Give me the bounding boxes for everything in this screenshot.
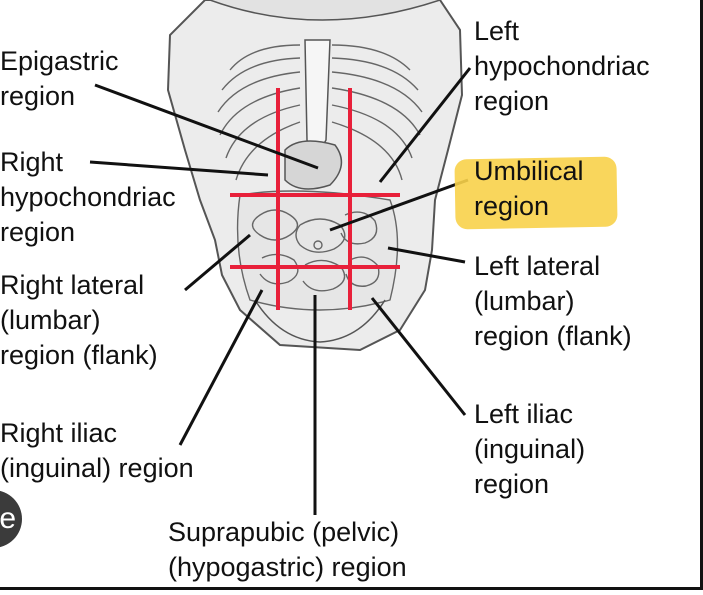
neck — [209, 0, 441, 21]
leader-right-iliac — [178, 289, 264, 446]
label-line: hypochondriac — [474, 51, 650, 81]
label-line: Suprapubic (pelvic) — [168, 517, 400, 547]
label-line: Left lateral — [474, 251, 601, 281]
leader-right-hypochondriac — [89, 160, 269, 177]
pelvis — [254, 299, 386, 343]
label-line: region — [474, 469, 550, 499]
label-right-hypochondriac: Right hypochondriac region — [0, 145, 176, 250]
label-line: Right — [0, 147, 64, 177]
label-line: (inguinal) — [474, 434, 586, 464]
label-line: region (flank) — [0, 340, 158, 370]
label-line: region — [0, 81, 76, 111]
leader-right-lateral — [184, 233, 251, 292]
label-suprapubic: Suprapubic (pelvic) (hypogastric) region — [168, 515, 407, 585]
frame-border-right — [700, 0, 703, 590]
label-right-lateral: Right lateral (lumbar) region (flank) — [0, 268, 158, 373]
label-line: (lumbar) — [0, 305, 101, 335]
label-epigastric: Epigastric region — [0, 44, 119, 114]
label-line: Left iliac — [474, 399, 574, 429]
leader-epigastric — [94, 83, 319, 170]
edge-badge-icon[interactable]: e — [0, 490, 22, 548]
label-line: region — [474, 86, 550, 116]
label-line: region (flank) — [474, 321, 632, 351]
label-line: Left — [474, 16, 520, 46]
label-line: region — [474, 191, 550, 221]
label-line: Right iliac — [0, 418, 118, 448]
frame-border-bottom — [0, 587, 703, 590]
label-line: Right lateral — [0, 270, 145, 300]
label-right-iliac: Right iliac (inguinal) region — [0, 416, 194, 486]
label-line: (inguinal) region — [0, 453, 194, 483]
label-line: Epigastric — [0, 46, 119, 76]
leader-left-iliac — [370, 297, 467, 416]
label-left-iliac: Left iliac (inguinal) region — [474, 397, 585, 502]
label-line: Umbilical — [474, 156, 584, 186]
region-grid — [230, 88, 400, 310]
label-line: hypochondriac — [0, 182, 176, 212]
label-line: (lumbar) — [474, 286, 575, 316]
label-left-lateral: Left lateral (lumbar) region (flank) — [474, 249, 632, 354]
leader-left-hypochondriac — [378, 67, 472, 183]
leader-left-lateral — [387, 246, 466, 264]
leader-umbilical — [329, 178, 469, 232]
label-umbilical: Umbilical region — [474, 154, 584, 224]
label-left-hypochondriac: Left hypochondriac region — [474, 14, 650, 119]
leader-lines — [89, 67, 472, 515]
label-line: region — [0, 217, 76, 247]
label-line: (hypogastric) region — [168, 552, 407, 582]
